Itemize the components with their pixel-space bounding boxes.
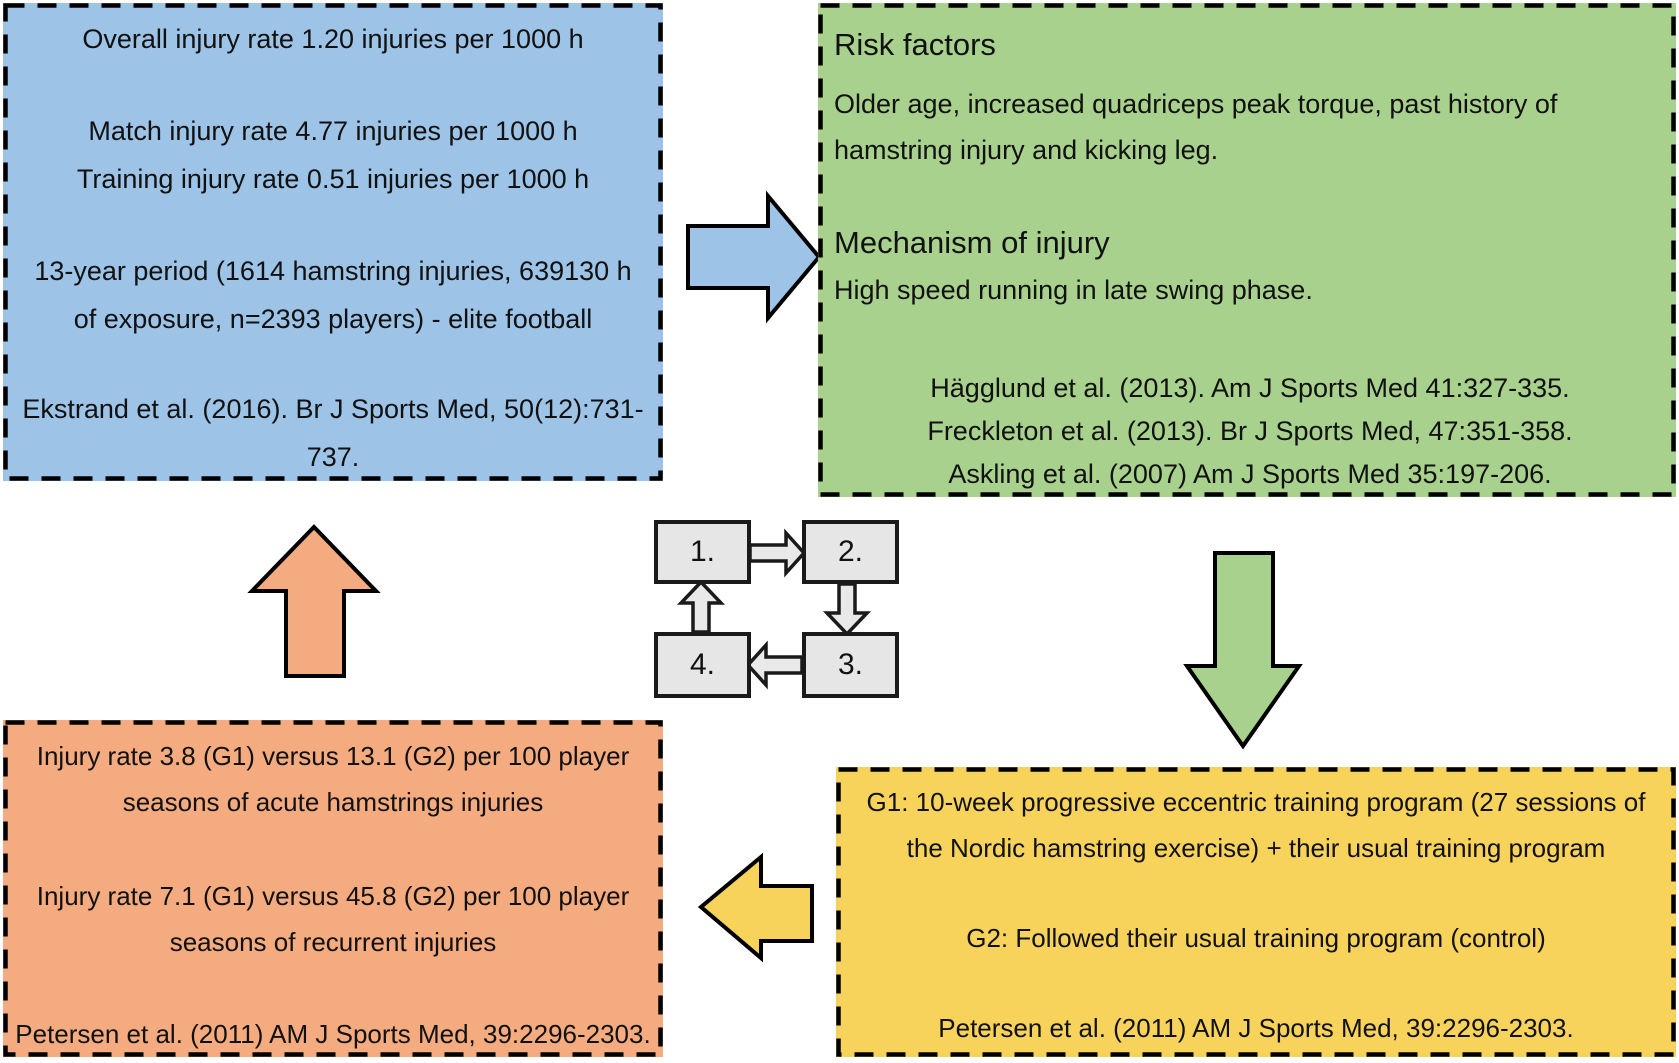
petersen-citation-intervention: Petersen et al. (2011) AM J Sports Med, … — [938, 1013, 1574, 1043]
ekstrand-citation-line2: 737. — [306, 442, 360, 472]
mechanism-heading: Mechanism of injury — [834, 225, 1110, 260]
match-injury-rate-text: Match injury rate 4.77 injuries per 1000… — [88, 116, 578, 146]
risk-factors-box: Risk factors Older age, increased quadri… — [818, 3, 1676, 497]
cycle-step-1-label: 1. — [689, 535, 716, 568]
arrow-epidemiology-to-risk-icon — [686, 190, 822, 324]
overall-injury-rate-text: Overall injury rate 1.20 injuries per 10… — [82, 24, 584, 54]
intervention-box: G1: 10-week progressive eccentric traini… — [836, 767, 1676, 1057]
risk-factors-text-line1: Older age, increased quadriceps peak tor… — [834, 89, 1558, 119]
recurrent-injury-rate-text-line2: seasons of recurrent injuries — [169, 927, 497, 957]
askling-citation: Askling et al. (2007) Am J Sports Med 35… — [948, 459, 1552, 489]
epidemiology-box: Overall injury rate 1.20 injuries per 10… — [3, 3, 663, 481]
g1-program-text-line2: the Nordic hamstring exercise) + their u… — [906, 833, 1606, 863]
cycle-arrow-2-to-3-icon — [822, 582, 872, 637]
cycle-step-3-label: 3. — [837, 648, 864, 681]
cycle-step-2-label: 2. — [837, 535, 864, 568]
g2-program-text: G2: Followed their usual training progra… — [966, 923, 1546, 953]
petersen-citation-outcomes: Petersen et al. (2011) AM J Sports Med, … — [15, 1019, 651, 1049]
risk-factors-heading: Risk factors — [834, 27, 996, 62]
acute-injury-rate-text-line2: seasons of acute hamstrings injuries — [122, 787, 544, 817]
freckleton-citation: Freckleton et al. (2013). Br J Sports Me… — [927, 416, 1573, 446]
acute-injury-rate-text-line1: Injury rate 3.8 (G1) versus 13.1 (G2) pe… — [36, 741, 630, 771]
recurrent-injury-rate-text-line1: Injury rate 7.1 (G1) versus 45.8 (G2) pe… — [36, 881, 630, 911]
ekstrand-citation-line1: Ekstrand et al. (2016). Br J Sports Med,… — [22, 394, 644, 424]
risk-factors-box-content: Risk factors Older age, increased quadri… — [818, 3, 1676, 497]
cycle-step-1-box: 1. — [654, 520, 751, 584]
arrow-risk-to-intervention-icon — [1183, 551, 1303, 750]
risk-citations: Hägglund et al. (2013). Am J Sports Med … — [834, 367, 1666, 496]
outcomes-box: Injury rate 3.8 (G1) versus 13.1 (G2) pe… — [3, 720, 663, 1057]
hagglund-citation: Hägglund et al. (2013). Am J Sports Med … — [930, 373, 1570, 403]
mechanism-text: High speed running in late swing phase. — [834, 275, 1313, 305]
cycle-step-2-box: 2. — [802, 520, 899, 584]
cycle-step-3-box: 3. — [802, 632, 899, 698]
arrow-outcomes-to-epidemiology-icon — [247, 524, 381, 678]
epidemiology-box-content: Overall injury rate 1.20 injuries per 10… — [3, 3, 663, 481]
cycle-step-4-box: 4. — [654, 632, 751, 698]
outcomes-box-content: Injury rate 3.8 (G1) versus 13.1 (G2) pe… — [3, 720, 663, 1057]
risk-factors-text-line2: hamstring injury and kicking leg. — [834, 135, 1219, 165]
cycle-arrow-1-to-2-icon — [748, 528, 807, 578]
arrow-intervention-to-outcomes-icon — [697, 852, 814, 963]
cycle-arrow-3-to-4-icon — [745, 640, 804, 690]
intervention-box-content: G1: 10-week progressive eccentric traini… — [836, 767, 1676, 1057]
cycle-step-4-label: 4. — [689, 648, 716, 681]
training-injury-rate-text: Training injury rate 0.51 injuries per 1… — [76, 164, 590, 194]
study-period-text-line2: of exposure, n=2393 players) - elite foo… — [73, 304, 593, 334]
study-period-text-line1: 13-year period (1614 hamstring injuries,… — [34, 256, 632, 286]
cycle-arrow-4-to-1-icon — [676, 579, 726, 634]
g1-program-text-line1: G1: 10-week progressive eccentric traini… — [866, 787, 1646, 817]
